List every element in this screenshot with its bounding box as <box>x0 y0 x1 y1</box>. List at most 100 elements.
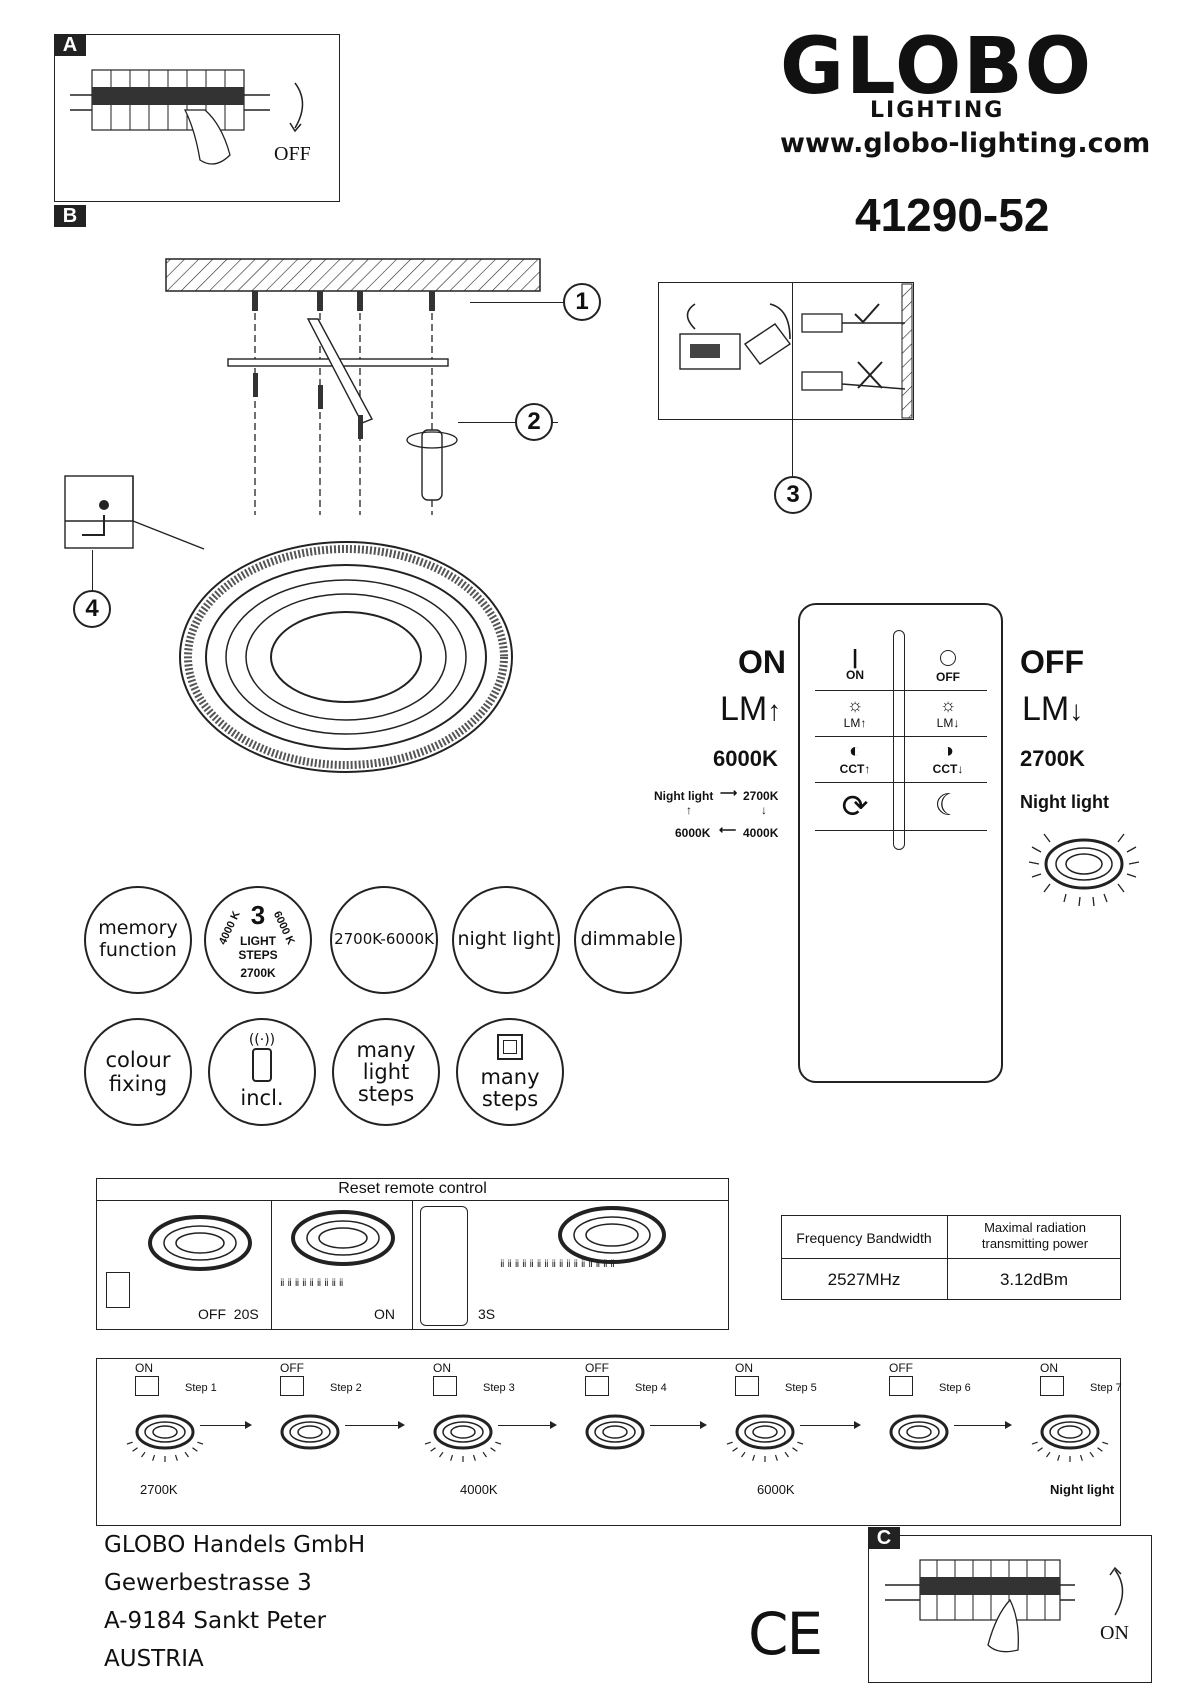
cycle-arrow-left-icon: ⟵ <box>719 823 737 837</box>
switch-step-lamp-3 <box>424 1414 502 1462</box>
svg-text:ⅱ ⅱ ⅱ ⅱ ⅱ ⅱ ⅱ ⅱ ⅱ ⅱ ⅱ ⅱ ⅱ ⅱ ⅱ: ⅱ ⅱ ⅱ ⅱ ⅱ ⅱ ⅱ ⅱ ⅱ ⅱ ⅱ ⅱ ⅱ ⅱ ⅱ ⅱ <box>500 1259 615 1270</box>
switch-step-label-3: Step 3 <box>483 1382 515 1394</box>
spec-table <box>781 1215 1121 1300</box>
switch-state-4: OFF <box>585 1361 609 1375</box>
switch-step-label-4: Step 4 <box>635 1382 667 1394</box>
remote-on-label: ON <box>738 644 786 680</box>
leader-3 <box>792 420 793 476</box>
cycle-arrow-down-icon: ↓ <box>761 803 767 817</box>
remote-lm-down-text: LM↓ <box>936 716 960 730</box>
remote-lm-down-button[interactable]: ☼ LM↓ <box>918 694 978 730</box>
cycle-6000: 6000K <box>675 826 711 840</box>
remote-small-icon <box>251 1047 272 1082</box>
remote-cycle-button[interactable]: ⟳ <box>825 786 885 826</box>
spec-value-power: 3.12dBm <box>999 1270 1069 1289</box>
sun-icon: ☼ <box>846 695 864 715</box>
leader-1 <box>470 302 570 303</box>
switch-step-lamp-4 <box>585 1414 645 1450</box>
panel-c-on-label: ON <box>1100 1622 1129 1644</box>
panel-b-tag: B <box>54 205 86 227</box>
switch-state-1: ON <box>135 1361 153 1375</box>
cycle-2700: 2700K <box>743 789 779 803</box>
ce-mark: CE <box>748 1600 823 1668</box>
step-number-1: 1 <box>563 283 601 321</box>
many-steps-line1: many <box>480 1064 540 1089</box>
switch-step-lamp-1 <box>126 1414 204 1462</box>
spec-value-frequency: 2527MHz <box>827 1270 901 1289</box>
feature-remote-included: ((·)) incl. <box>208 1018 316 1126</box>
switch-state-5: ON <box>735 1361 753 1375</box>
wall-switch-icon <box>280 1376 304 1396</box>
brand-logo: GLOBO <box>780 22 1094 112</box>
step-number-3: 3 <box>774 476 812 514</box>
sequence-arrow-icon <box>650 1421 707 1429</box>
feature-night-text: night light <box>457 928 555 951</box>
switch-step-lamp-7 <box>1031 1414 1109 1462</box>
switch-step-label-7: Step 7 <box>1090 1382 1122 1394</box>
leader-2 <box>458 422 558 423</box>
remote-off-button-label: OFF <box>936 670 960 684</box>
leader-4 <box>92 550 93 590</box>
remote-row-line-3 <box>815 782 987 783</box>
moon-stars-icon: ☾ <box>934 789 962 822</box>
step-number-2: 2 <box>515 403 553 441</box>
sequence-arrow-icon <box>954 1421 1012 1429</box>
many-light-line2: light <box>362 1059 410 1084</box>
reset-title: Reset remote control <box>338 1180 487 1197</box>
switch-square-icon <box>497 1033 523 1060</box>
switch-state-7: ON <box>1040 1361 1058 1375</box>
reset-lamp-off <box>148 1215 252 1271</box>
switch-step-label-2: Step 2 <box>330 1382 362 1394</box>
half-circle-dark-icon: ◐ <box>848 740 862 762</box>
remote-lm-down-label: LM↓ <box>1022 690 1083 729</box>
company-address: GLOBO Handels GmbH Gewerbestrasse 3 A-91… <box>104 1526 365 1678</box>
panel-a-off-label: OFF <box>274 143 311 165</box>
remote-on-button[interactable]: | ON <box>825 648 885 682</box>
sequence-arrow-icon <box>345 1421 405 1429</box>
switch-sequence <box>96 1358 1121 1526</box>
connector-illustration <box>679 283 913 419</box>
brand-sub: LIGHTING <box>870 98 1005 123</box>
feature-colour-line2: fixing <box>108 1072 168 1096</box>
spec-header-frequency: Frequency Bandwidth <box>796 1230 932 1246</box>
remote-cct-up-button[interactable]: ◐ CCT↑ <box>825 740 885 776</box>
step-number-4: 4 <box>73 590 111 628</box>
switch-state-6: OFF <box>889 1361 913 1375</box>
feature-dimmable: dimmable <box>574 886 682 994</box>
steps3-number: 3 <box>250 900 266 930</box>
spec-table-hdivider <box>781 1258 1121 1259</box>
panel-connector <box>658 282 914 420</box>
circuit-breaker-c <box>885 1559 1124 1653</box>
switch-step-label-6: Step 6 <box>939 1382 971 1394</box>
sequence-arrow-icon <box>200 1421 252 1429</box>
wall-switch-icon <box>433 1376 457 1396</box>
website: www.globo-lighting.com <box>780 128 1151 159</box>
steps3-bottom: 2700K <box>240 966 276 980</box>
address-line-4: AUSTRIA <box>104 1646 204 1672</box>
many-light-line1: many <box>356 1037 416 1062</box>
panel-a-tag: A <box>54 34 86 56</box>
remote-night-button[interactable]: ☾ <box>918 786 978 826</box>
many-light-line3: steps <box>357 1082 415 1107</box>
circuit-breaker-a <box>70 69 304 165</box>
remote-control <box>798 603 1003 1083</box>
feature-dimmable-text: dimmable <box>580 928 676 951</box>
lm-down-text: LM <box>1022 690 1070 728</box>
steps3-line1: LIGHT <box>240 934 276 948</box>
remote-cct-down-button[interactable]: ◑ CCT↓ <box>918 740 978 776</box>
remote-on-button-label: ON <box>846 668 864 682</box>
reset-divider-1 <box>271 1200 272 1330</box>
remote-row-line-4 <box>815 830 987 831</box>
power-off-icon <box>940 650 956 666</box>
result-6000: 6000K <box>757 1482 795 1497</box>
ceiling-lamp <box>179 541 513 773</box>
spec-table-vdivider <box>947 1215 948 1300</box>
wall-switch-icon <box>585 1376 609 1396</box>
sequence-arrow-icon <box>498 1421 557 1429</box>
remote-off-button[interactable]: OFF <box>918 648 978 684</box>
remote-lm-up-button[interactable]: ☼ LM↑ <box>825 694 885 730</box>
panel-c-tag: C <box>868 1527 900 1549</box>
cycle-arrow-up-icon: ↑ <box>686 803 692 817</box>
wall-switch-icon <box>889 1376 913 1396</box>
steps3-line2: STEPS <box>238 948 278 962</box>
